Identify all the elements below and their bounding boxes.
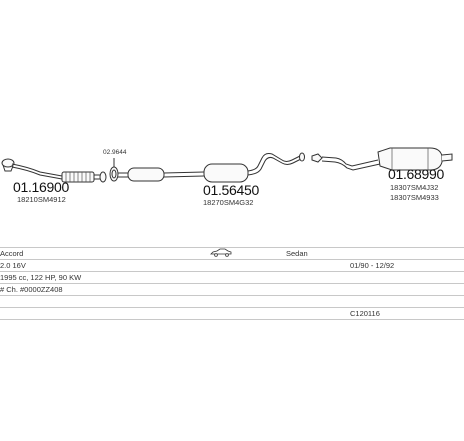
info-row-empty (0, 296, 464, 308)
front-flange (1, 158, 15, 168)
front-pipe-part[interactable] (1, 158, 107, 183)
info-row-model: Accord Sedan (0, 248, 464, 260)
part-number-center-pipe: 01.56450 (203, 182, 260, 198)
part-number-gasket: 02.9644 (103, 149, 127, 156)
gasket-ring (109, 166, 119, 182)
info-row-chassis: # Ch. #0000ZZ408 (0, 284, 464, 296)
center-pipe-part[interactable] (118, 152, 305, 183)
oem-code-center-pipe: 18270SM4G32 (203, 198, 253, 207)
info-row-catalog: C120116 (0, 308, 464, 320)
info-row-specs: 1995 cc, 122 HP, 90 KW (0, 272, 464, 284)
silencer-box (377, 147, 443, 171)
oem-code-front-pipe: 18210SM4912 (17, 195, 66, 204)
car-silhouette-icon (210, 248, 232, 259)
tailpipe (441, 153, 453, 162)
production-years: 01/90 - 12/92 (350, 261, 395, 270)
first-resonator (127, 167, 165, 182)
make-model: Accord (0, 249, 24, 258)
inlet-clamp (311, 153, 323, 163)
gasket-ring-part[interactable] (109, 158, 119, 182)
catalog-number: C120116 (350, 309, 380, 318)
part-number-front-pipe: 01.16900 (13, 179, 70, 195)
chassis-number: # Ch. #0000ZZ408 (0, 285, 63, 294)
rear-silencer-part[interactable] (311, 147, 453, 171)
oem-code-rear-silencer-2: 18307SM4933 (390, 193, 439, 202)
engine-specs: 1995 cc, 122 HP, 90 KW (0, 273, 82, 282)
second-resonator (203, 163, 249, 183)
info-row-engine: 2.0 16V 01/90 - 12/92 (0, 260, 464, 272)
oem-code-rear-silencer-1: 18307SM4J32 (390, 183, 438, 192)
exhaust-system-diagram: 01.16900 18210SM4912 02.9644 01.56450 18… (0, 147, 464, 248)
engine: 2.0 16V (0, 261, 26, 270)
vehicle-info-table: Accord Sedan 2.0 16V 01/90 - 12/92 1995 … (0, 248, 464, 320)
part-number-rear-silencer: 01.68990 (388, 166, 445, 182)
body-type: Sedan (286, 249, 308, 258)
